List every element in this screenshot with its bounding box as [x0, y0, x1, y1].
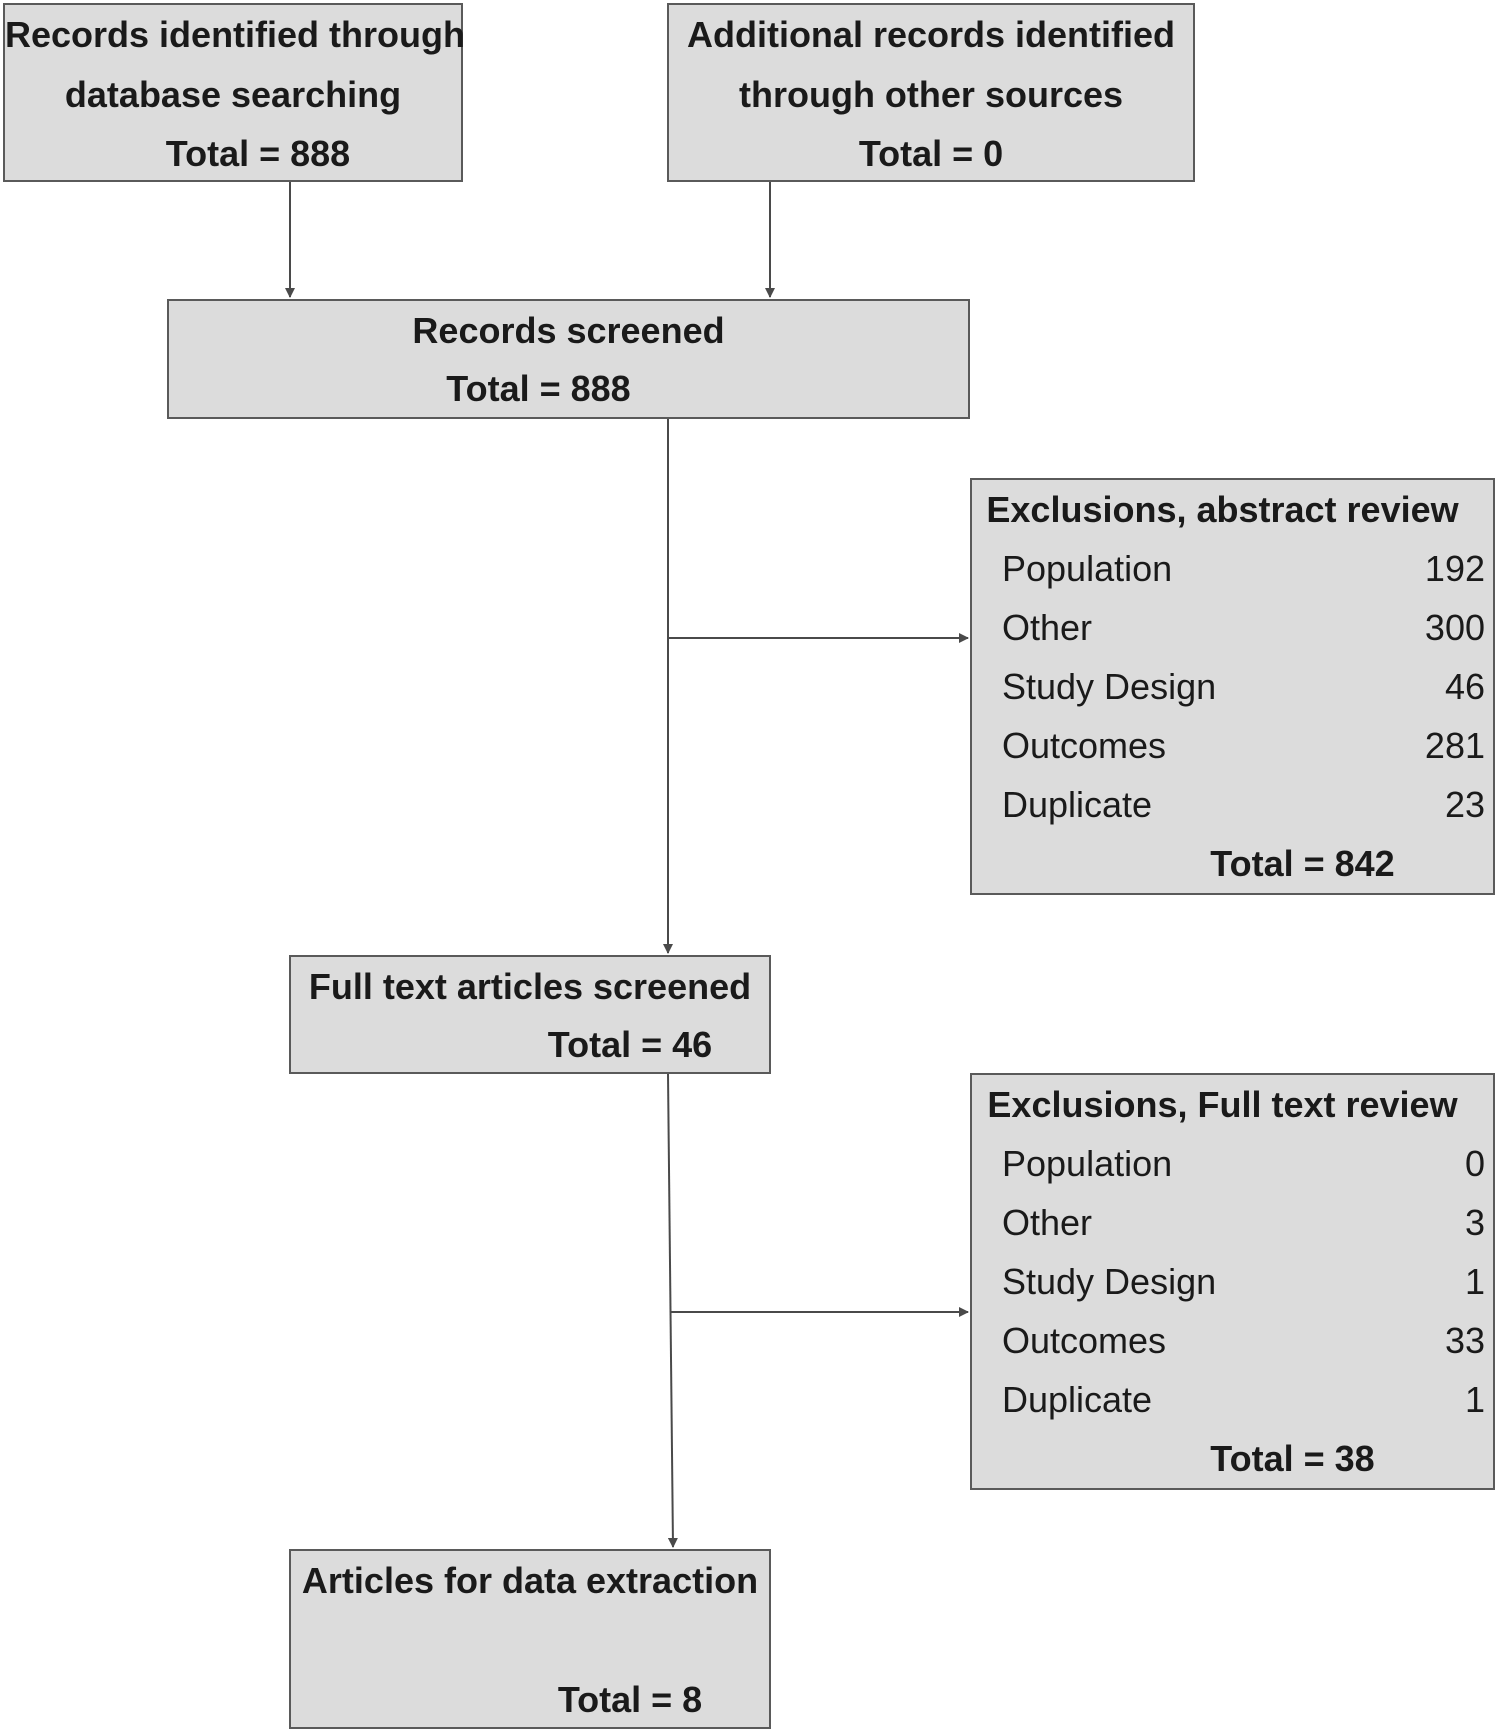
abstract-exclusions-title: Exclusions, abstract review: [986, 489, 1459, 530]
row-label: Study Design: [1002, 1261, 1217, 1302]
db-search-box: Records identified through database sear…: [3, 3, 466, 182]
db-search-total: Total = 888: [165, 133, 351, 174]
fulltext-exclusions-title: Exclusions, Full text review: [987, 1084, 1458, 1125]
row-label: Other: [1002, 1202, 1093, 1243]
extraction-title: Articles for data extraction: [301, 1560, 759, 1601]
fulltext-screened-box: Full text articles screened Total = 46: [289, 955, 771, 1074]
row-value: 281: [1424, 725, 1485, 766]
other-sources-total: Total = 0: [858, 133, 1004, 174]
row-value: 33: [1444, 1320, 1485, 1361]
extraction-total: Total = 8: [557, 1679, 703, 1720]
row-value: 1: [1464, 1379, 1485, 1420]
row-value: 3: [1464, 1202, 1485, 1243]
records-screened-title: Records screened: [412, 310, 725, 351]
fulltext-screened-title: Full text articles screened: [308, 966, 752, 1007]
row-label: Duplicate: [1002, 1379, 1153, 1420]
row-label: Outcomes: [1002, 1320, 1167, 1361]
extraction-box: Articles for data extraction Total = 8: [289, 1549, 771, 1729]
abstract-exclusions-total: Total = 842: [1210, 843, 1395, 884]
fulltext-exclusions-box: Exclusions, Full text review Population …: [970, 1073, 1495, 1490]
abstract-exclusions-box: Exclusions, abstract review Population 1…: [970, 478, 1495, 895]
row-value: 23: [1444, 784, 1485, 825]
row-label: Outcomes: [1002, 725, 1167, 766]
row-value: 300: [1424, 607, 1485, 648]
records-screened-total: Total = 888: [446, 368, 631, 409]
records-screened-box: Records screened Total = 888: [167, 299, 970, 419]
row-label: Population: [1002, 548, 1173, 589]
arrow-fulltext-to-extraction: [667, 1073, 678, 1548]
fulltext-screened-total: Total = 46: [547, 1024, 713, 1065]
row-value: 1: [1464, 1261, 1485, 1302]
other-sources-box: Additional records identified through ot…: [667, 3, 1195, 182]
fulltext-exclusions-total: Total = 38: [1210, 1438, 1375, 1479]
row-label: Study Design: [1002, 666, 1217, 707]
row-value: 192: [1424, 548, 1485, 589]
row-label: Population: [1002, 1143, 1173, 1184]
row-value: 46: [1444, 666, 1485, 707]
row-label: Other: [1002, 607, 1093, 648]
other-sources-line1: Additional records identified: [686, 14, 1176, 55]
row-value: 0: [1464, 1143, 1485, 1184]
row-label: Duplicate: [1002, 784, 1153, 825]
db-search-line2: database searching: [64, 74, 402, 115]
other-sources-line2: through other sources: [738, 74, 1124, 115]
db-search-line1: Records identified through: [5, 14, 466, 55]
